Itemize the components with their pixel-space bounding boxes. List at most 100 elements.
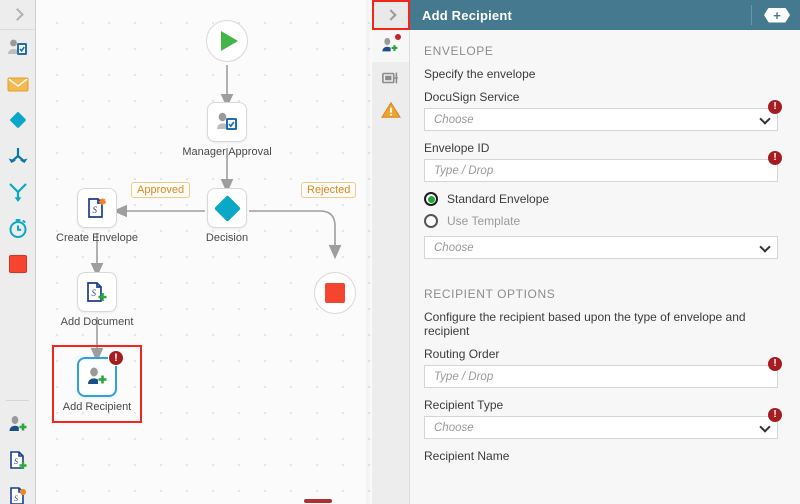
add-recipient-icon xyxy=(9,416,26,431)
envelope-id-input[interactable]: Type / Drop xyxy=(424,159,778,182)
chevron-right-icon xyxy=(11,8,24,21)
radio-use-template[interactable]: Use Template xyxy=(424,214,778,228)
radio-standard-envelope[interactable]: Standard Envelope xyxy=(424,192,778,206)
user-task-icon xyxy=(217,112,237,130)
palette-item-add-document[interactable]: S xyxy=(0,443,35,479)
create-envelope-icon: S xyxy=(88,198,106,218)
tab-warnings[interactable] xyxy=(372,94,409,126)
properties-panel: Add Recipient + xyxy=(372,0,800,504)
plus-icon: + xyxy=(773,7,781,23)
label-recipient-type: Recipient Type xyxy=(424,398,504,412)
end-node-shape[interactable] xyxy=(314,272,356,314)
create-envelope-icon: S xyxy=(9,487,26,504)
palette-collapse-button[interactable] xyxy=(0,0,35,30)
play-icon xyxy=(220,31,238,51)
field-error-badge[interactable]: ! xyxy=(768,408,782,422)
palette-item-timer[interactable] xyxy=(0,210,35,246)
canvas-horizontal-scrollbar[interactable] xyxy=(304,499,332,503)
node-label: Decision xyxy=(205,232,249,244)
palette-item-create-envelope[interactable]: S xyxy=(0,479,35,504)
recipient-type-select[interactable]: Choose xyxy=(424,416,778,439)
palette-item-mail[interactable] xyxy=(0,66,35,102)
node-start[interactable] xyxy=(206,20,248,62)
selection-highlight xyxy=(52,345,142,423)
radio-indicator[interactable] xyxy=(424,192,438,206)
field-template-select: Choose xyxy=(424,236,778,259)
palette-item-merge[interactable] xyxy=(0,138,35,174)
section-desc-envelope: Specify the envelope xyxy=(424,67,536,81)
join-icon xyxy=(8,183,27,202)
panel-body: ENVELOPE Specify the envelope DocuSign S… xyxy=(372,30,800,504)
panel-header-actions: + xyxy=(751,0,800,30)
field-error-badge[interactable]: ! xyxy=(768,100,782,114)
left-palette: S S xyxy=(0,0,36,504)
canvas-shadow-edge xyxy=(366,0,372,504)
add-button[interactable]: + xyxy=(764,7,790,23)
add-document-icon: S xyxy=(9,451,26,469)
node-create-envelope[interactable]: S Create Envelope xyxy=(56,188,138,244)
field-error-badge[interactable]: ! xyxy=(768,357,782,371)
routing-order-input[interactable]: Type / Drop xyxy=(424,365,778,388)
envelope-id-placeholder: Type / Drop xyxy=(434,164,494,177)
palette-item-stop[interactable] xyxy=(0,246,35,282)
node-add-document[interactable]: S Add Document xyxy=(61,272,133,328)
docusign-service-select[interactable]: Choose xyxy=(424,108,778,131)
field-recipient-type: Choose ! xyxy=(424,408,782,439)
decision-diamond-icon xyxy=(9,112,26,128)
node-decision[interactable]: Decision xyxy=(206,188,248,244)
decision-shape[interactable] xyxy=(207,188,247,228)
merge-icon xyxy=(8,148,27,163)
stop-icon xyxy=(8,255,27,273)
panel-vertical-tabs xyxy=(372,30,410,504)
label-docusign-service: DocuSign Service xyxy=(424,90,520,104)
user-task-icon xyxy=(7,39,27,55)
panel-collapse-button[interactable] xyxy=(372,0,410,30)
label-routing-order: Routing Order xyxy=(424,347,500,361)
template-select[interactable]: Choose xyxy=(424,236,778,259)
palette-item-join[interactable] xyxy=(0,174,35,210)
section-gap xyxy=(424,269,778,287)
properties-icon xyxy=(381,72,398,84)
edge-label-rejected[interactable]: Rejected xyxy=(301,182,357,198)
recipient-type-placeholder: Choose xyxy=(434,421,474,434)
palette-item-user-task[interactable] xyxy=(0,30,35,66)
label-recipient-name: Recipient Name xyxy=(424,449,510,463)
radio-indicator[interactable] xyxy=(424,214,438,228)
add-document-shape[interactable]: S xyxy=(77,272,117,312)
section-title-recipient-options: RECIPIENT OPTIONS xyxy=(424,287,556,301)
tab-properties[interactable] xyxy=(372,62,409,94)
panel-title: Add Recipient xyxy=(422,7,512,23)
start-node-shape[interactable] xyxy=(206,20,248,62)
timer-icon xyxy=(9,219,26,238)
section-desc-recipient-options: Configure the recipient based upon the t… xyxy=(424,310,746,338)
radio-label: Standard Envelope xyxy=(447,192,550,206)
node-add-recipient[interactable]: ! Add Recipient xyxy=(63,350,131,413)
node-label: Manager Approval xyxy=(182,146,272,158)
palette-item-add-recipient[interactable] xyxy=(0,407,35,443)
node-manager-approval[interactable]: Manager Approval xyxy=(182,102,272,158)
svg-text:S: S xyxy=(14,457,18,466)
workflow-canvas[interactable]: Manager Approval Decision S Create xyxy=(36,0,372,504)
palette-item-decision[interactable] xyxy=(0,102,35,138)
connector-layer xyxy=(90,65,342,363)
header-divider xyxy=(751,5,752,25)
field-error-badge[interactable]: ! xyxy=(768,151,782,165)
tab-recipient[interactable] xyxy=(372,30,409,62)
edge-label-approved[interactable]: Approved xyxy=(131,182,191,198)
section-title-envelope: ENVELOPE xyxy=(424,44,494,58)
add-document-icon: S xyxy=(87,282,107,302)
decision-diamond-icon xyxy=(213,194,241,222)
routing-order-placeholder: Type / Drop xyxy=(434,370,494,383)
stop-icon xyxy=(325,283,345,303)
add-recipient-icon xyxy=(382,37,398,52)
docusign-service-placeholder: Choose xyxy=(434,113,474,126)
node-error-badge[interactable]: ! xyxy=(108,350,124,366)
panel-header: Add Recipient + xyxy=(372,0,800,30)
tab-badge-dot xyxy=(395,34,401,40)
manager-approval-shape[interactable] xyxy=(207,102,247,142)
node-end[interactable] xyxy=(314,272,356,314)
create-envelope-shape[interactable]: S xyxy=(77,188,117,228)
template-placeholder: Choose xyxy=(434,241,474,254)
svg-text:S: S xyxy=(14,494,18,503)
